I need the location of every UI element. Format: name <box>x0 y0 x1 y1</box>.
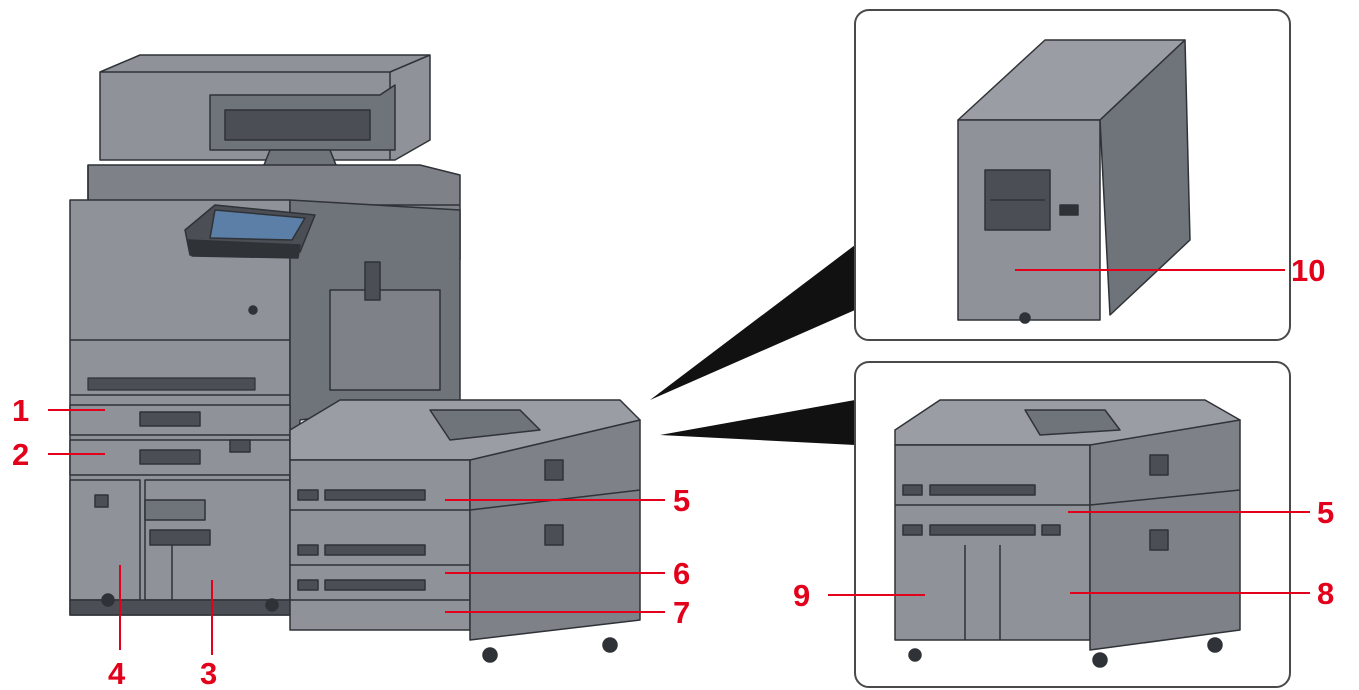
side-feeder-detail <box>894 399 1241 668</box>
callout-3: 3 <box>200 656 217 690</box>
detail-connectors <box>650 245 855 445</box>
detail-box-bottom <box>854 361 1291 688</box>
callout-1: 1 <box>12 393 29 428</box>
callout-10: 10 <box>1291 253 1325 288</box>
side-feeder-unit <box>289 399 641 663</box>
callout-6: 6 <box>673 556 690 591</box>
callout-2: 2 <box>12 437 29 472</box>
callout-5b: 5 <box>1317 495 1334 530</box>
callout-labels: 1 2 3 4 5 6 7 5 8 9 10 <box>12 253 1334 690</box>
large-capacity-feeder-detail <box>957 39 1191 324</box>
callout-7: 7 <box>673 595 690 630</box>
main-printer <box>69 54 461 616</box>
callout-8: 8 <box>1317 576 1334 611</box>
callout-5a: 5 <box>673 483 690 518</box>
detail-box-top <box>854 9 1291 341</box>
callout-9: 9 <box>793 578 810 613</box>
callout-4: 4 <box>108 656 126 690</box>
operation-panel <box>184 204 316 259</box>
leader-lines <box>48 269 1310 655</box>
